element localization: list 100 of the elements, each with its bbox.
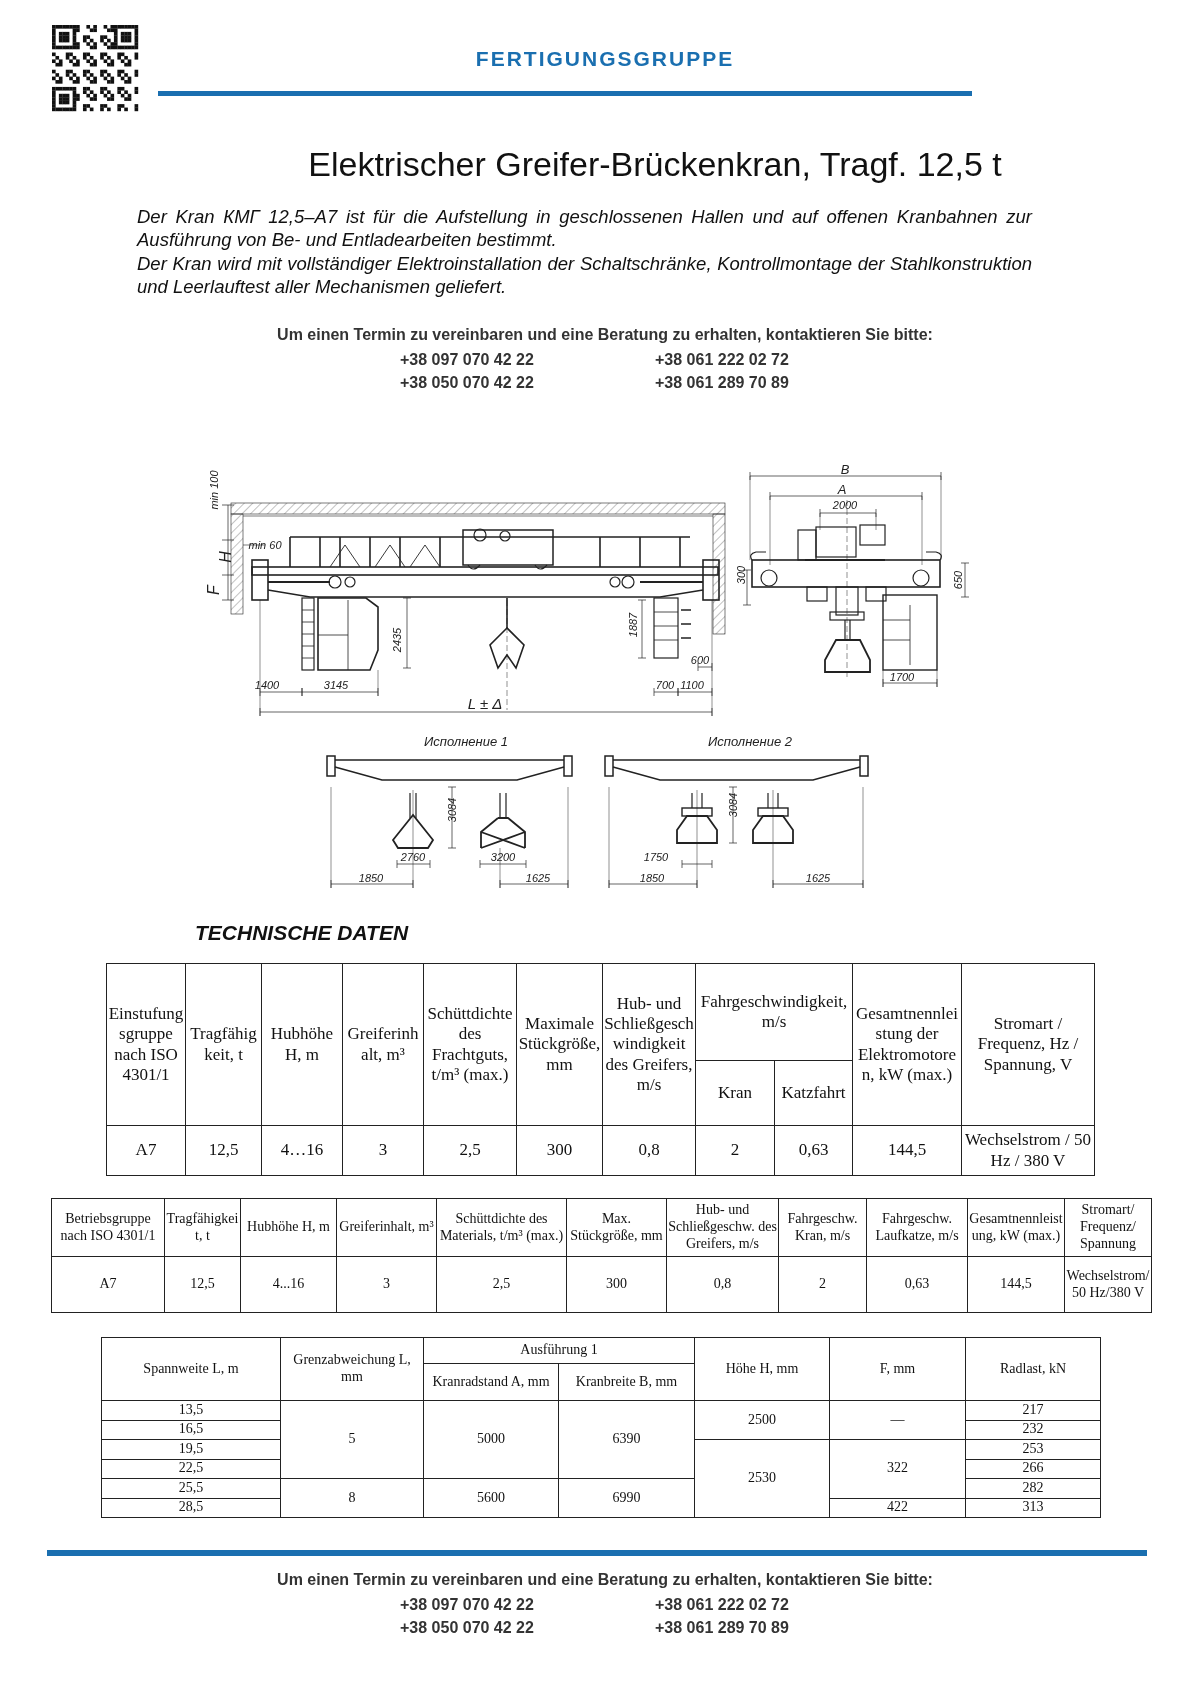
table-cell: 13,5 bbox=[101, 1400, 281, 1420]
table-header-cell: Maximale Stückgröße, mm bbox=[516, 963, 603, 1126]
dimension-label: 2435 bbox=[391, 627, 403, 653]
table-cell: A7 bbox=[51, 1256, 165, 1313]
dimension-label: 300 bbox=[735, 565, 747, 585]
page-title: Elektrischer Greifer-Brückenkran, Tragf. 12,5 t bbox=[307, 145, 1003, 184]
table-cell: 300 bbox=[516, 1125, 603, 1176]
dimension-label: min 60 bbox=[248, 539, 282, 551]
table-cell: 19,5 bbox=[101, 1439, 281, 1459]
table-cell: 5600 bbox=[423, 1478, 559, 1518]
phone-number: +38 061 222 02 72 bbox=[655, 1596, 789, 1614]
table-cell: 253 bbox=[965, 1439, 1101, 1459]
phone-number: +38 061 289 70 89 bbox=[655, 1619, 789, 1637]
table-header-cell: Stromart/ Frequenz/ Spannung bbox=[1064, 1198, 1152, 1257]
table-cell: 3 bbox=[336, 1256, 437, 1313]
table-cell: 300 bbox=[566, 1256, 667, 1313]
table-cell: 2,5 bbox=[436, 1256, 567, 1313]
table-header-cell: Stromart / Frequenz, Hz / Spannung, V bbox=[961, 963, 1095, 1126]
dimension-label: 1850 bbox=[639, 872, 665, 884]
table-cell: 4…16 bbox=[261, 1125, 343, 1176]
table-cell: 28,5 bbox=[101, 1498, 281, 1518]
table-cell: 2 bbox=[695, 1125, 775, 1176]
table-cell: 282 bbox=[965, 1478, 1101, 1498]
table-header-cell: Hubhöhe H, m bbox=[240, 1198, 337, 1257]
table-cell: 144,5 bbox=[852, 1125, 962, 1176]
table-header-cell: Tragfähigkeit, t bbox=[185, 963, 262, 1126]
dimension-label: 1625 bbox=[525, 872, 551, 884]
section-heading: TECHNISCHE DATEN bbox=[195, 921, 409, 945]
table-cell: 232 bbox=[965, 1420, 1101, 1440]
table-cell: 16,5 bbox=[101, 1420, 281, 1440]
table-header-cell: Fahrgeschwindigkeit, m/s bbox=[695, 963, 853, 1061]
table-cell: 12,5 bbox=[164, 1256, 241, 1313]
table-cell: 144,5 bbox=[967, 1256, 1065, 1313]
dimension-label: A bbox=[837, 482, 847, 496]
contact-prompt: Um einen Termin zu vereinbaren und eine Beratung zu erhalten, kontaktieren Sie bitte: bbox=[276, 326, 934, 344]
table-cell: 0,63 bbox=[774, 1125, 853, 1176]
table-header-cell: Höhe H, mm bbox=[694, 1337, 830, 1401]
table-header-cell: Hubhöhe H, m bbox=[261, 963, 343, 1126]
dimension-label: 3084 bbox=[727, 792, 739, 818]
table-cell: 2,5 bbox=[423, 1125, 517, 1176]
table-header-cell: Schüttdichte des Frachtguts, t/m³ (max.) bbox=[423, 963, 517, 1126]
dimension-label: 1750 bbox=[643, 851, 669, 863]
phone-number: +38 061 289 70 89 bbox=[655, 374, 789, 392]
table-cell: 4...16 bbox=[240, 1256, 337, 1313]
table-cell: 6390 bbox=[558, 1400, 695, 1479]
phone-number: +38 050 070 42 22 bbox=[400, 374, 534, 392]
table-header-cell: Fahrgeschw. Kran, m/s bbox=[778, 1198, 867, 1257]
table-header-cell: Kran bbox=[695, 1060, 775, 1126]
table-cell: 0,63 bbox=[866, 1256, 968, 1313]
dimension-label: 3145 bbox=[323, 679, 349, 691]
table-header-cell: Fahrgeschw. Laufkatze, m/s bbox=[866, 1198, 968, 1257]
table-header-cell: Betriebsgruppe nach ISO 4301/1 bbox=[51, 1198, 165, 1257]
table-cell: 422 bbox=[829, 1498, 966, 1518]
table-cell: 25,5 bbox=[101, 1478, 281, 1498]
intro-paragraph: Der Kran КМГ 12,5–А7 ist für die Aufstellung in geschlossenen Hallen und auf offenen Kranbahnen zur Ausführung von Be- und Entladearbeiten bestimmt. bbox=[137, 205, 1032, 251]
table-header-cell: Gesamtnennleistung, kW (max.) bbox=[967, 1198, 1065, 1257]
dimension-label: 3200 bbox=[490, 851, 516, 863]
dimension-label: 1625 bbox=[805, 872, 831, 884]
dimension-label: F bbox=[206, 585, 222, 595]
dimension-label: 2000 bbox=[832, 499, 858, 511]
table-cell: 22,5 bbox=[101, 1459, 281, 1479]
table-header-cell: Hub- und Schließgeschwindigkeit des Greifers, m/s bbox=[602, 963, 696, 1126]
table-cell: 322 bbox=[829, 1439, 966, 1498]
view-label: Исполнение 1 bbox=[423, 734, 509, 748]
table-header-cell: Gesamtnennleistung der Elektromotoren, kW (max.) bbox=[852, 963, 962, 1126]
table-header-cell: Max. Stückgröße, mm bbox=[566, 1198, 667, 1257]
table-cell: 8 bbox=[280, 1478, 424, 1518]
table-cell: 3 bbox=[342, 1125, 424, 1176]
table-header-cell: Kranradstand A, mm bbox=[423, 1363, 559, 1401]
table-header-cell: Tragfähigkeit, t bbox=[164, 1198, 241, 1257]
intro-paragraph: Der Kran wird mit vollständiger Elektroinstallation der Schaltschränke, Kontrollmontage der Stahlkonstruktion und Leerlauftest aller Mechanismen geliefert. bbox=[137, 252, 1032, 298]
table-cell: 266 bbox=[965, 1459, 1101, 1479]
table-cell: A7 bbox=[106, 1125, 186, 1176]
dimension-label: 1887 bbox=[627, 612, 639, 638]
view-label: Исполнение 2 bbox=[707, 734, 793, 748]
header-heading: FERTIGUNGSGRUPPE bbox=[474, 47, 736, 71]
dimension-label: 1700 bbox=[889, 671, 915, 683]
dimension-label: min 100 bbox=[208, 470, 220, 510]
table-header-cell: Ausführung 1 bbox=[423, 1337, 695, 1364]
table-cell: 2 bbox=[778, 1256, 867, 1313]
table-header-cell: Greiferinhalt, m³ bbox=[342, 963, 424, 1126]
table-header-cell: Grenzabweichung L, mm bbox=[280, 1337, 424, 1401]
dimension-label: L ± Δ bbox=[467, 695, 503, 711]
table-cell: Wechselstrom / 50 Hz / 380 V bbox=[961, 1125, 1095, 1176]
dimension-label: 1100 bbox=[680, 679, 704, 691]
table-header-cell: Schüttdichte des Materials, t/m³ (max.) bbox=[436, 1198, 567, 1257]
table-cell: 2500 bbox=[694, 1400, 830, 1440]
table-cell: 217 bbox=[965, 1400, 1101, 1420]
phone-number: +38 097 070 42 22 bbox=[400, 351, 534, 369]
table-header-cell: Radlast, kN bbox=[965, 1337, 1101, 1401]
table-cell: 0,8 bbox=[666, 1256, 779, 1313]
phone-number: +38 050 070 42 22 bbox=[400, 1619, 534, 1637]
dimension-label: 700 bbox=[655, 679, 675, 691]
table-cell: Wechselstrom/50 Hz/380 V bbox=[1064, 1256, 1152, 1313]
table-header-cell: Spannweite L, m bbox=[101, 1337, 281, 1401]
table-cell: 5000 bbox=[423, 1400, 559, 1479]
table-cell: — bbox=[829, 1400, 966, 1440]
dimension-label: H bbox=[218, 551, 234, 563]
table-cell: 12,5 bbox=[185, 1125, 262, 1176]
dimension-label: 3084 bbox=[446, 797, 458, 823]
